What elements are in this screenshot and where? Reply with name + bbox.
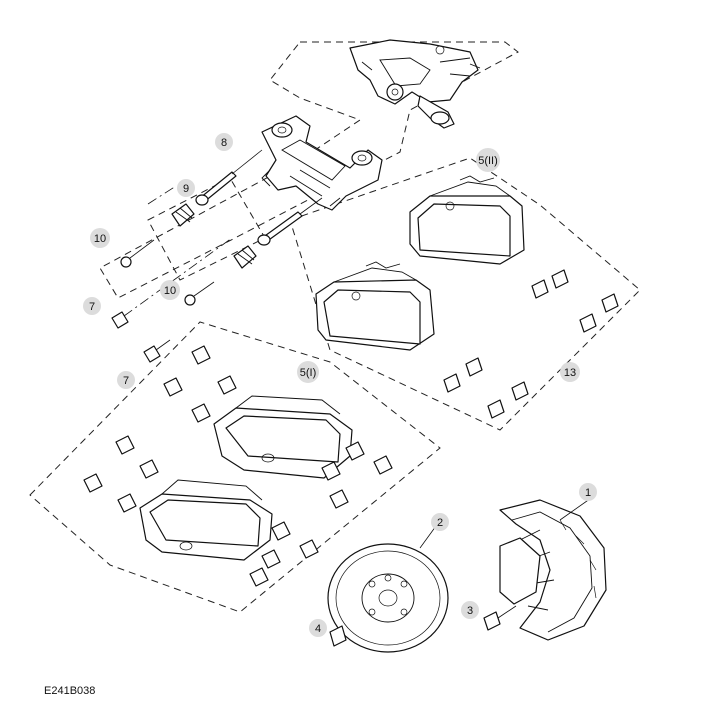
callout-10a: 10 <box>94 233 106 245</box>
brake-disc <box>327 543 449 653</box>
splash-shield <box>499 499 607 641</box>
callout-5i: 5(I) <box>300 367 317 379</box>
callout-4: 4 <box>315 623 321 635</box>
callout-10a-bubble <box>90 228 110 248</box>
callout-3: 3 <box>467 605 473 617</box>
bolts <box>111 185 233 363</box>
callout-5ii-bubble <box>476 148 500 172</box>
retaining-clips-ii <box>443 269 619 419</box>
guide-pins <box>195 149 323 246</box>
callout-2-bubble <box>431 513 449 531</box>
callout-7b: 7 <box>123 375 129 387</box>
callout-1: 1 <box>585 487 591 499</box>
callout-3-bubble <box>461 601 479 619</box>
caliper-carrier <box>261 115 383 211</box>
callout-9: 9 <box>183 183 189 195</box>
callout-8: 8 <box>221 137 227 149</box>
figure-reference: E241B038 <box>44 685 95 697</box>
callout-5ii: 5(II) <box>478 155 498 167</box>
callout-7a-bubble <box>83 297 101 315</box>
pad-set-i-group-outline <box>29 321 441 613</box>
pad-set-ii <box>315 175 525 351</box>
callout-7a: 7 <box>89 301 95 313</box>
callout-10b: 10 <box>164 285 176 297</box>
callout-8-bubble <box>215 133 233 151</box>
caliper-carrier-group-outline <box>99 41 519 299</box>
retaining-clips-i <box>83 345 393 587</box>
callout-4-bubble <box>309 619 327 637</box>
pad-set-i <box>139 395 353 561</box>
callout-2: 2 <box>437 517 443 529</box>
disc-screw <box>329 625 347 647</box>
callouts: 1 2 3 4 5(I) 5(II) 7 7 8 9 10 10 13 <box>83 133 597 637</box>
shield-bolt <box>483 605 517 631</box>
hub-carrier <box>349 39 481 129</box>
callout-13-bubble <box>560 362 580 382</box>
callout-1-bubble <box>579 483 597 501</box>
pin-boots <box>171 203 257 269</box>
callout-5i-bubble <box>297 361 319 383</box>
callout-9-bubble <box>177 179 195 197</box>
callout-7b-bubble <box>117 371 135 389</box>
callout-10b-bubble <box>160 280 180 300</box>
callout-13: 13 <box>564 367 576 379</box>
